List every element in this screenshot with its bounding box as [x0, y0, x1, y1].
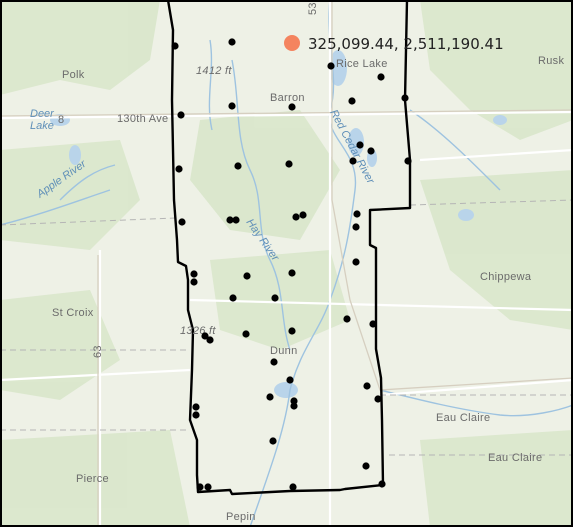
sample-point[interactable]	[206, 336, 214, 344]
sample-point[interactable]	[269, 437, 277, 445]
label-rice-lake: Rice Lake	[336, 58, 388, 70]
sample-point[interactable]	[285, 160, 293, 168]
label-route-63: 63	[92, 345, 104, 358]
label-dunn: Dunn	[270, 345, 298, 357]
sample-points	[171, 38, 412, 491]
location-marker-icon	[284, 35, 300, 51]
label-rusk: Rusk	[538, 55, 564, 67]
sample-point[interactable]	[288, 103, 296, 111]
sample-point[interactable]	[286, 376, 294, 384]
sample-point[interactable]	[177, 111, 185, 119]
sample-point[interactable]	[353, 210, 361, 218]
sample-point[interactable]	[226, 216, 234, 224]
sample-point[interactable]	[352, 258, 360, 266]
sample-point[interactable]	[299, 211, 307, 219]
county-boundaries	[0, 199, 573, 456]
sample-point[interactable]	[243, 272, 251, 280]
sample-point[interactable]	[349, 157, 357, 165]
sample-point[interactable]	[242, 330, 250, 338]
sample-point[interactable]	[369, 320, 377, 328]
label-st-croix: St Croix	[52, 307, 94, 319]
label-polk: Polk	[62, 69, 85, 81]
sample-point[interactable]	[192, 411, 200, 419]
label-route-8: 8	[58, 114, 64, 126]
sample-point[interactable]	[352, 223, 360, 231]
sample-point[interactable]	[356, 141, 364, 149]
label-pepin: Pepin	[226, 511, 256, 523]
sample-point[interactable]	[288, 269, 296, 277]
coordinate-readout: 325,099.44, 2,511,190.41	[284, 35, 504, 53]
sample-point[interactable]	[343, 315, 351, 323]
sample-point[interactable]	[401, 94, 409, 102]
sample-point[interactable]	[175, 165, 183, 173]
label-pierce: Pierce	[76, 473, 109, 485]
sample-point[interactable]	[190, 270, 198, 278]
label-elevation-1326: 1326 ft	[180, 325, 216, 337]
sample-point[interactable]	[290, 402, 298, 410]
sample-point[interactable]	[196, 483, 204, 491]
sample-point[interactable]	[367, 147, 375, 155]
sample-point[interactable]	[288, 327, 296, 335]
sample-point[interactable]	[190, 278, 198, 286]
sample-point[interactable]	[178, 218, 186, 226]
sample-point[interactable]	[327, 62, 335, 70]
sample-point[interactable]	[374, 395, 382, 403]
sample-point[interactable]	[377, 73, 385, 81]
sample-point[interactable]	[228, 102, 236, 110]
sample-point[interactable]	[171, 42, 179, 50]
study-area-outline	[166, 0, 412, 496]
sample-point[interactable]	[292, 213, 300, 221]
label-deer-lake-2: Lake	[30, 120, 54, 132]
label-eau-claire-county: Eau Claire	[488, 452, 542, 464]
label-route-53: 53	[307, 2, 319, 15]
sample-point[interactable]	[229, 294, 237, 302]
sample-point[interactable]	[289, 483, 297, 491]
sample-point[interactable]	[228, 38, 236, 46]
label-eau-claire-city: Eau Claire	[436, 412, 490, 424]
sample-point[interactable]	[234, 162, 242, 170]
label-chippewa: Chippewa	[480, 271, 532, 283]
sample-point[interactable]	[363, 382, 371, 390]
sample-point[interactable]	[201, 332, 209, 340]
sample-point[interactable]	[232, 216, 240, 224]
sample-point[interactable]	[192, 403, 200, 411]
coordinate-text: 325,099.44, 2,511,190.41	[308, 35, 504, 53]
sample-point[interactable]	[204, 483, 212, 491]
sample-point[interactable]	[271, 294, 279, 302]
sample-point[interactable]	[266, 393, 274, 401]
label-130th-ave: 130th Ave	[117, 113, 168, 125]
label-barron: Barron	[270, 92, 305, 104]
sample-point[interactable]	[378, 480, 386, 488]
sample-point[interactable]	[362, 462, 370, 470]
sample-point[interactable]	[348, 97, 356, 105]
label-elevation-1412: 1412 ft	[196, 65, 232, 77]
sample-point[interactable]	[404, 157, 412, 165]
label-deer-lake: Deer	[30, 108, 55, 120]
sample-point[interactable]	[290, 397, 298, 405]
sample-point[interactable]	[270, 358, 278, 366]
